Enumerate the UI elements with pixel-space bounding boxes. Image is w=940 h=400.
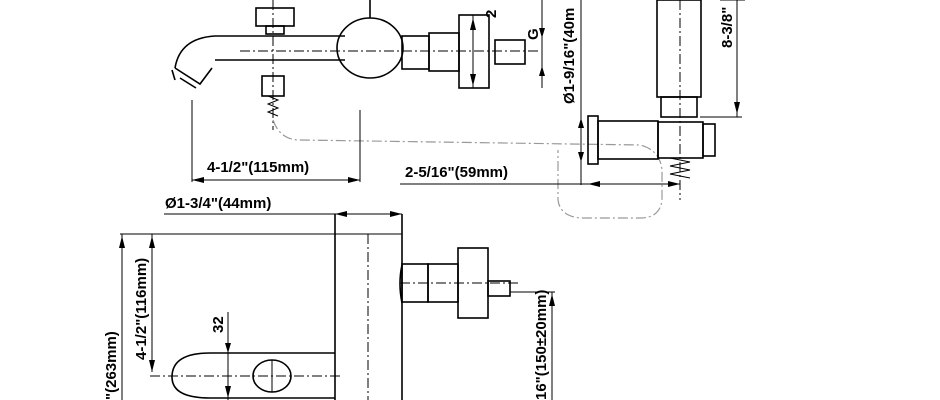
faucet-front-view [120, 214, 520, 400]
wall-offset-dimension: 2-5/16"(59mm) [400, 164, 680, 187]
spout-length-label: 4-1/2"(115mm) [207, 159, 309, 176]
wall-holder-view: Ø1-9/16"(40m 8-3/8" [561, 0, 745, 200]
wall-offset-label: 2-5/16"(59mm) [405, 164, 508, 181]
handle-height-label: 4-1/2"(116mm) [133, 258, 150, 360]
holder-diameter-label: Ø1-9/16"(40m [561, 8, 578, 104]
top-partial-label: 2 [483, 10, 500, 18]
body-diameter-dimension: Ø1-3/4"(44mm) [164, 195, 402, 217]
faucet-side-view [171, 0, 663, 219]
total-height-label: "(263mm) [103, 331, 120, 400]
body-diameter-label: Ø1-3/4"(44mm) [165, 195, 271, 212]
thread-label: G [525, 28, 542, 40]
spout-length-dimension: 4-1/2"(115mm) [191, 100, 361, 183]
holder-height-label: 8-3/8" [719, 7, 736, 48]
center-distance-label: 16"(150±20mm) [533, 290, 550, 400]
handle-width-label: 32 [210, 316, 227, 333]
